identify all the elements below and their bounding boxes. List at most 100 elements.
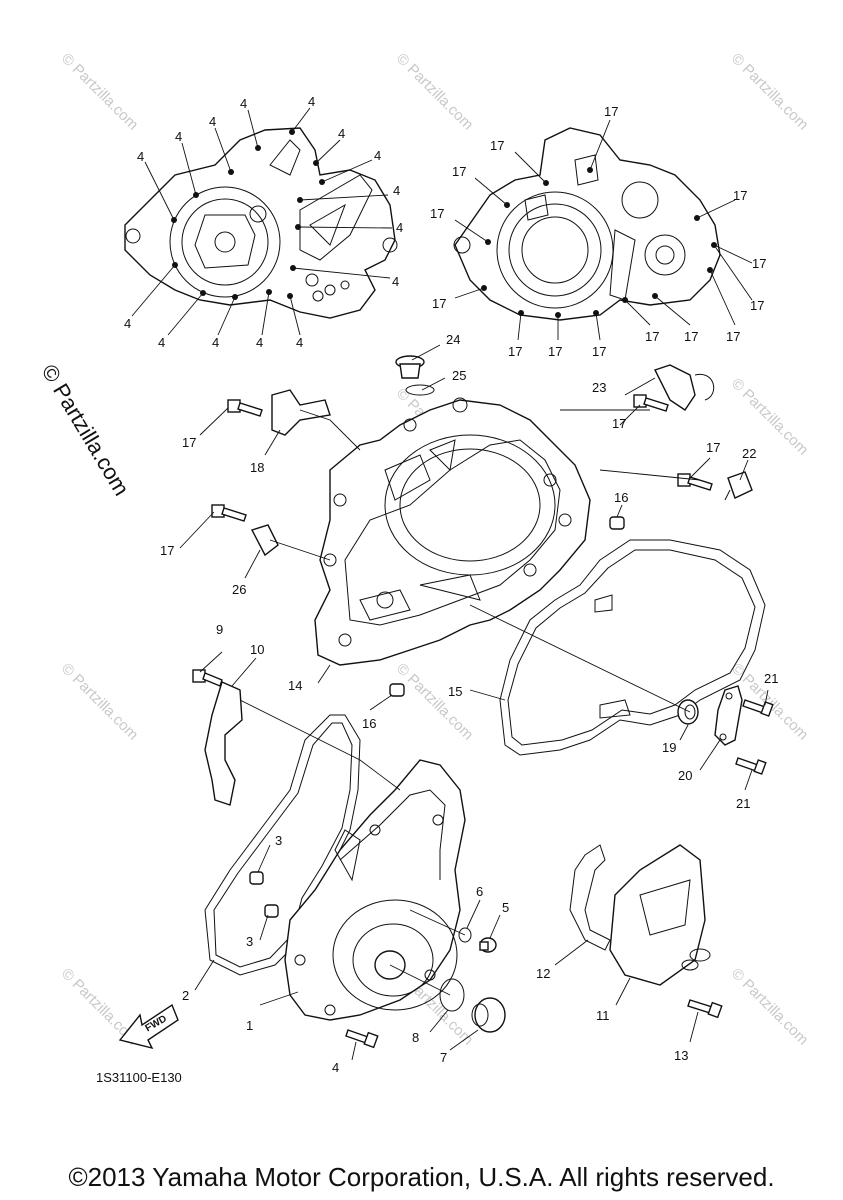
svg-text:17: 17 <box>160 543 174 558</box>
svg-text:17: 17 <box>490 138 504 153</box>
callout-leaders <box>131 107 393 336</box>
svg-text:3: 3 <box>246 934 253 949</box>
svg-text:4: 4 <box>212 335 219 350</box>
svg-text:4: 4 <box>124 316 131 331</box>
svg-text:17: 17 <box>645 329 659 344</box>
bolt-17-c <box>633 394 669 412</box>
svg-text:19: 19 <box>662 740 676 755</box>
svg-text:14: 14 <box>288 678 302 693</box>
svg-text:4: 4 <box>256 335 263 350</box>
svg-text:4: 4 <box>308 94 315 109</box>
svg-text:10: 10 <box>250 642 264 657</box>
svg-text:18: 18 <box>250 460 264 475</box>
svg-text:17: 17 <box>592 344 606 359</box>
svg-text:21: 21 <box>764 671 778 686</box>
plug-24 <box>395 355 425 379</box>
svg-text:5: 5 <box>502 900 509 915</box>
assembly-lines <box>239 409 701 996</box>
svg-text:11: 11 <box>596 1008 610 1023</box>
svg-text:4: 4 <box>137 149 144 164</box>
bolt-13 <box>687 999 723 1019</box>
svg-text:2: 2 <box>182 988 189 1003</box>
copyright-footer: ©2013 Yamaha Motor Corporation, U.S.A. A… <box>68 1162 775 1192</box>
svg-text:4: 4 <box>332 1060 339 1075</box>
dowel-pin-16-upper <box>609 516 625 530</box>
svg-text:17: 17 <box>612 416 626 431</box>
bolt-17-d <box>677 473 713 491</box>
crankcase-cover-14 <box>314 397 591 666</box>
svg-text:8: 8 <box>412 1030 419 1045</box>
svg-text:4: 4 <box>396 220 403 235</box>
bolt-17-b <box>211 504 247 522</box>
svg-text:12: 12 <box>536 966 550 981</box>
bracket-20 <box>714 685 743 746</box>
svg-text:17: 17 <box>733 188 747 203</box>
svg-text:4: 4 <box>392 274 399 289</box>
bolt-9 <box>192 669 223 687</box>
o-ring-25 <box>405 384 435 396</box>
gasket-15 <box>499 539 766 756</box>
callout-labels: 24 25 17 18 17 26 23 17 17 22 16 16 14 1… <box>160 332 778 1075</box>
sprocket-cover-11 <box>609 844 711 986</box>
clamp-18 <box>271 389 331 436</box>
svg-text:4: 4 <box>240 96 247 111</box>
svg-text:16: 16 <box>614 490 628 505</box>
callout-leaders <box>454 119 753 341</box>
svg-text:17: 17 <box>752 256 766 271</box>
svg-text:4: 4 <box>296 335 303 350</box>
svg-text:17: 17 <box>706 440 720 455</box>
fwd-arrow: FWD <box>118 1003 179 1050</box>
svg-text:24: 24 <box>446 332 460 347</box>
svg-text:4: 4 <box>209 114 216 129</box>
callout-labels: 17 17 17 17 17 17 17 17 17 17 17 17 17 1… <box>430 104 766 359</box>
svg-text:25: 25 <box>452 368 466 383</box>
svg-text:20: 20 <box>678 768 692 783</box>
svg-text:3: 3 <box>275 833 282 848</box>
svg-text:13: 13 <box>674 1048 688 1063</box>
callout-leaders <box>179 344 769 1061</box>
callout-labels: 4 4 4 4 4 4 4 4 4 4 4 4 4 4 4 <box>124 94 403 350</box>
top-right-crankcase-view: 17 17 17 17 17 17 17 17 17 17 17 17 17 1… <box>430 104 766 359</box>
svg-text:1: 1 <box>246 1018 253 1033</box>
dowel-pin-3-lower <box>264 904 279 918</box>
svg-text:17: 17 <box>430 206 444 221</box>
gasket-2 <box>204 714 361 976</box>
svg-text:21: 21 <box>736 796 750 811</box>
o-ring-8 <box>439 978 465 1012</box>
svg-text:16: 16 <box>362 716 376 731</box>
svg-text:23: 23 <box>592 380 606 395</box>
svg-text:15: 15 <box>448 684 462 699</box>
svg-text:17: 17 <box>750 298 764 313</box>
top-left-cover-view: 4 4 4 4 4 4 4 4 4 4 4 4 4 4 4 <box>124 94 403 350</box>
svg-text:17: 17 <box>432 296 446 311</box>
svg-text:4: 4 <box>393 183 400 198</box>
svg-text:22: 22 <box>742 446 756 461</box>
diagram-code: 1S31100-E130 <box>96 1070 182 1085</box>
svg-text:17: 17 <box>452 164 466 179</box>
plug-7 <box>471 997 506 1033</box>
svg-text:26: 26 <box>232 582 246 597</box>
svg-text:6: 6 <box>476 884 483 899</box>
bracket-10 <box>204 681 243 806</box>
svg-text:4: 4 <box>175 129 182 144</box>
svg-text:7: 7 <box>440 1050 447 1065</box>
svg-text:17: 17 <box>508 344 522 359</box>
oil-seal-19 <box>677 699 699 725</box>
o-ring-6 <box>458 927 472 943</box>
clamp-22 <box>724 471 753 501</box>
bolt-21-upper <box>742 699 774 717</box>
clamp-23 <box>654 364 715 411</box>
svg-text:4: 4 <box>338 126 345 141</box>
svg-text:4: 4 <box>374 148 381 163</box>
plug-5 <box>479 937 497 953</box>
svg-text:4: 4 <box>158 335 165 350</box>
dowel-pin-3-upper <box>249 871 264 885</box>
crankcase-cover-1 <box>284 759 466 1021</box>
svg-text:17: 17 <box>604 104 618 119</box>
svg-text:17: 17 <box>182 435 196 450</box>
bolt-4 <box>345 1029 379 1049</box>
clamp-26 <box>250 524 279 557</box>
dowel-pin-16-lower <box>389 683 405 697</box>
